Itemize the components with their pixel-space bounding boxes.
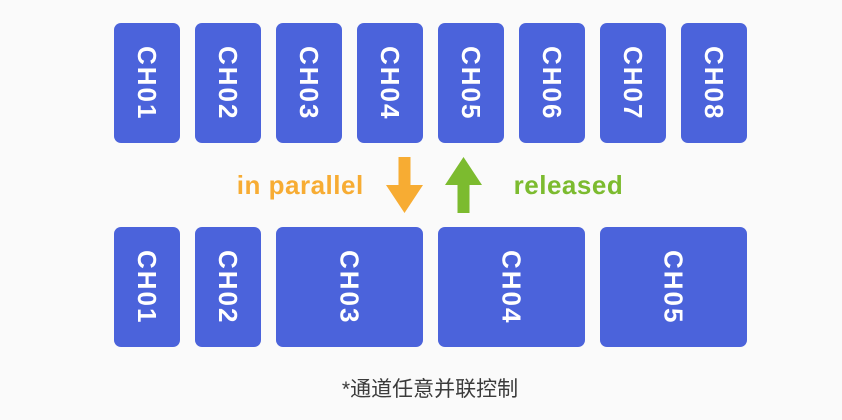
channel-card: CH05 <box>599 227 747 347</box>
channel-card: CH03 <box>275 23 342 143</box>
channel-card: CH04 <box>356 23 423 143</box>
channel-card-label: CH01 <box>132 249 162 325</box>
channel-card-label: CH05 <box>456 45 486 121</box>
channel-card: CH06 <box>518 23 585 143</box>
bottom-channel-row: CH01 CH02 CH03 CH04 CH05 <box>18 227 842 347</box>
channel-card: CH07 <box>599 23 666 143</box>
channel-card: CH04 <box>437 227 585 347</box>
released-label: released <box>513 169 624 200</box>
channel-card: CH03 <box>275 227 423 347</box>
channel-card: CH02 <box>194 23 261 143</box>
channel-card-label: CH06 <box>537 45 567 121</box>
top-channel-row: CH01 CH02 CH03 CH04 CH05 CH06 CH07 <box>18 23 842 143</box>
channel-card-label: CH04 <box>496 249 527 325</box>
channel-card-label: CH08 <box>699 45 729 121</box>
channel-card-label: CH07 <box>618 45 648 121</box>
channel-card: CH08 <box>680 23 747 143</box>
channel-card: CH01 <box>113 23 180 143</box>
parallel-label: in parallel <box>236 169 364 200</box>
channel-card-label: CH01 <box>132 45 162 121</box>
channel-card-label: CH03 <box>294 45 324 121</box>
channel-card: CH01 <box>113 227 180 347</box>
channel-card: CH02 <box>194 227 261 347</box>
channel-card-label: CH02 <box>213 45 243 121</box>
channel-card: CH05 <box>437 23 504 143</box>
up-arrow-icon <box>444 157 482 213</box>
middle-annotation-row: in parallel released <box>18 143 842 227</box>
channel-card-label: CH02 <box>213 249 243 325</box>
channel-card-label: CH04 <box>375 45 405 121</box>
down-arrow-icon <box>385 157 423 213</box>
channel-card-label: CH03 <box>334 249 365 325</box>
footnote: *通道任意并联控制 <box>341 378 519 401</box>
channel-card-label: CH05 <box>658 249 689 325</box>
